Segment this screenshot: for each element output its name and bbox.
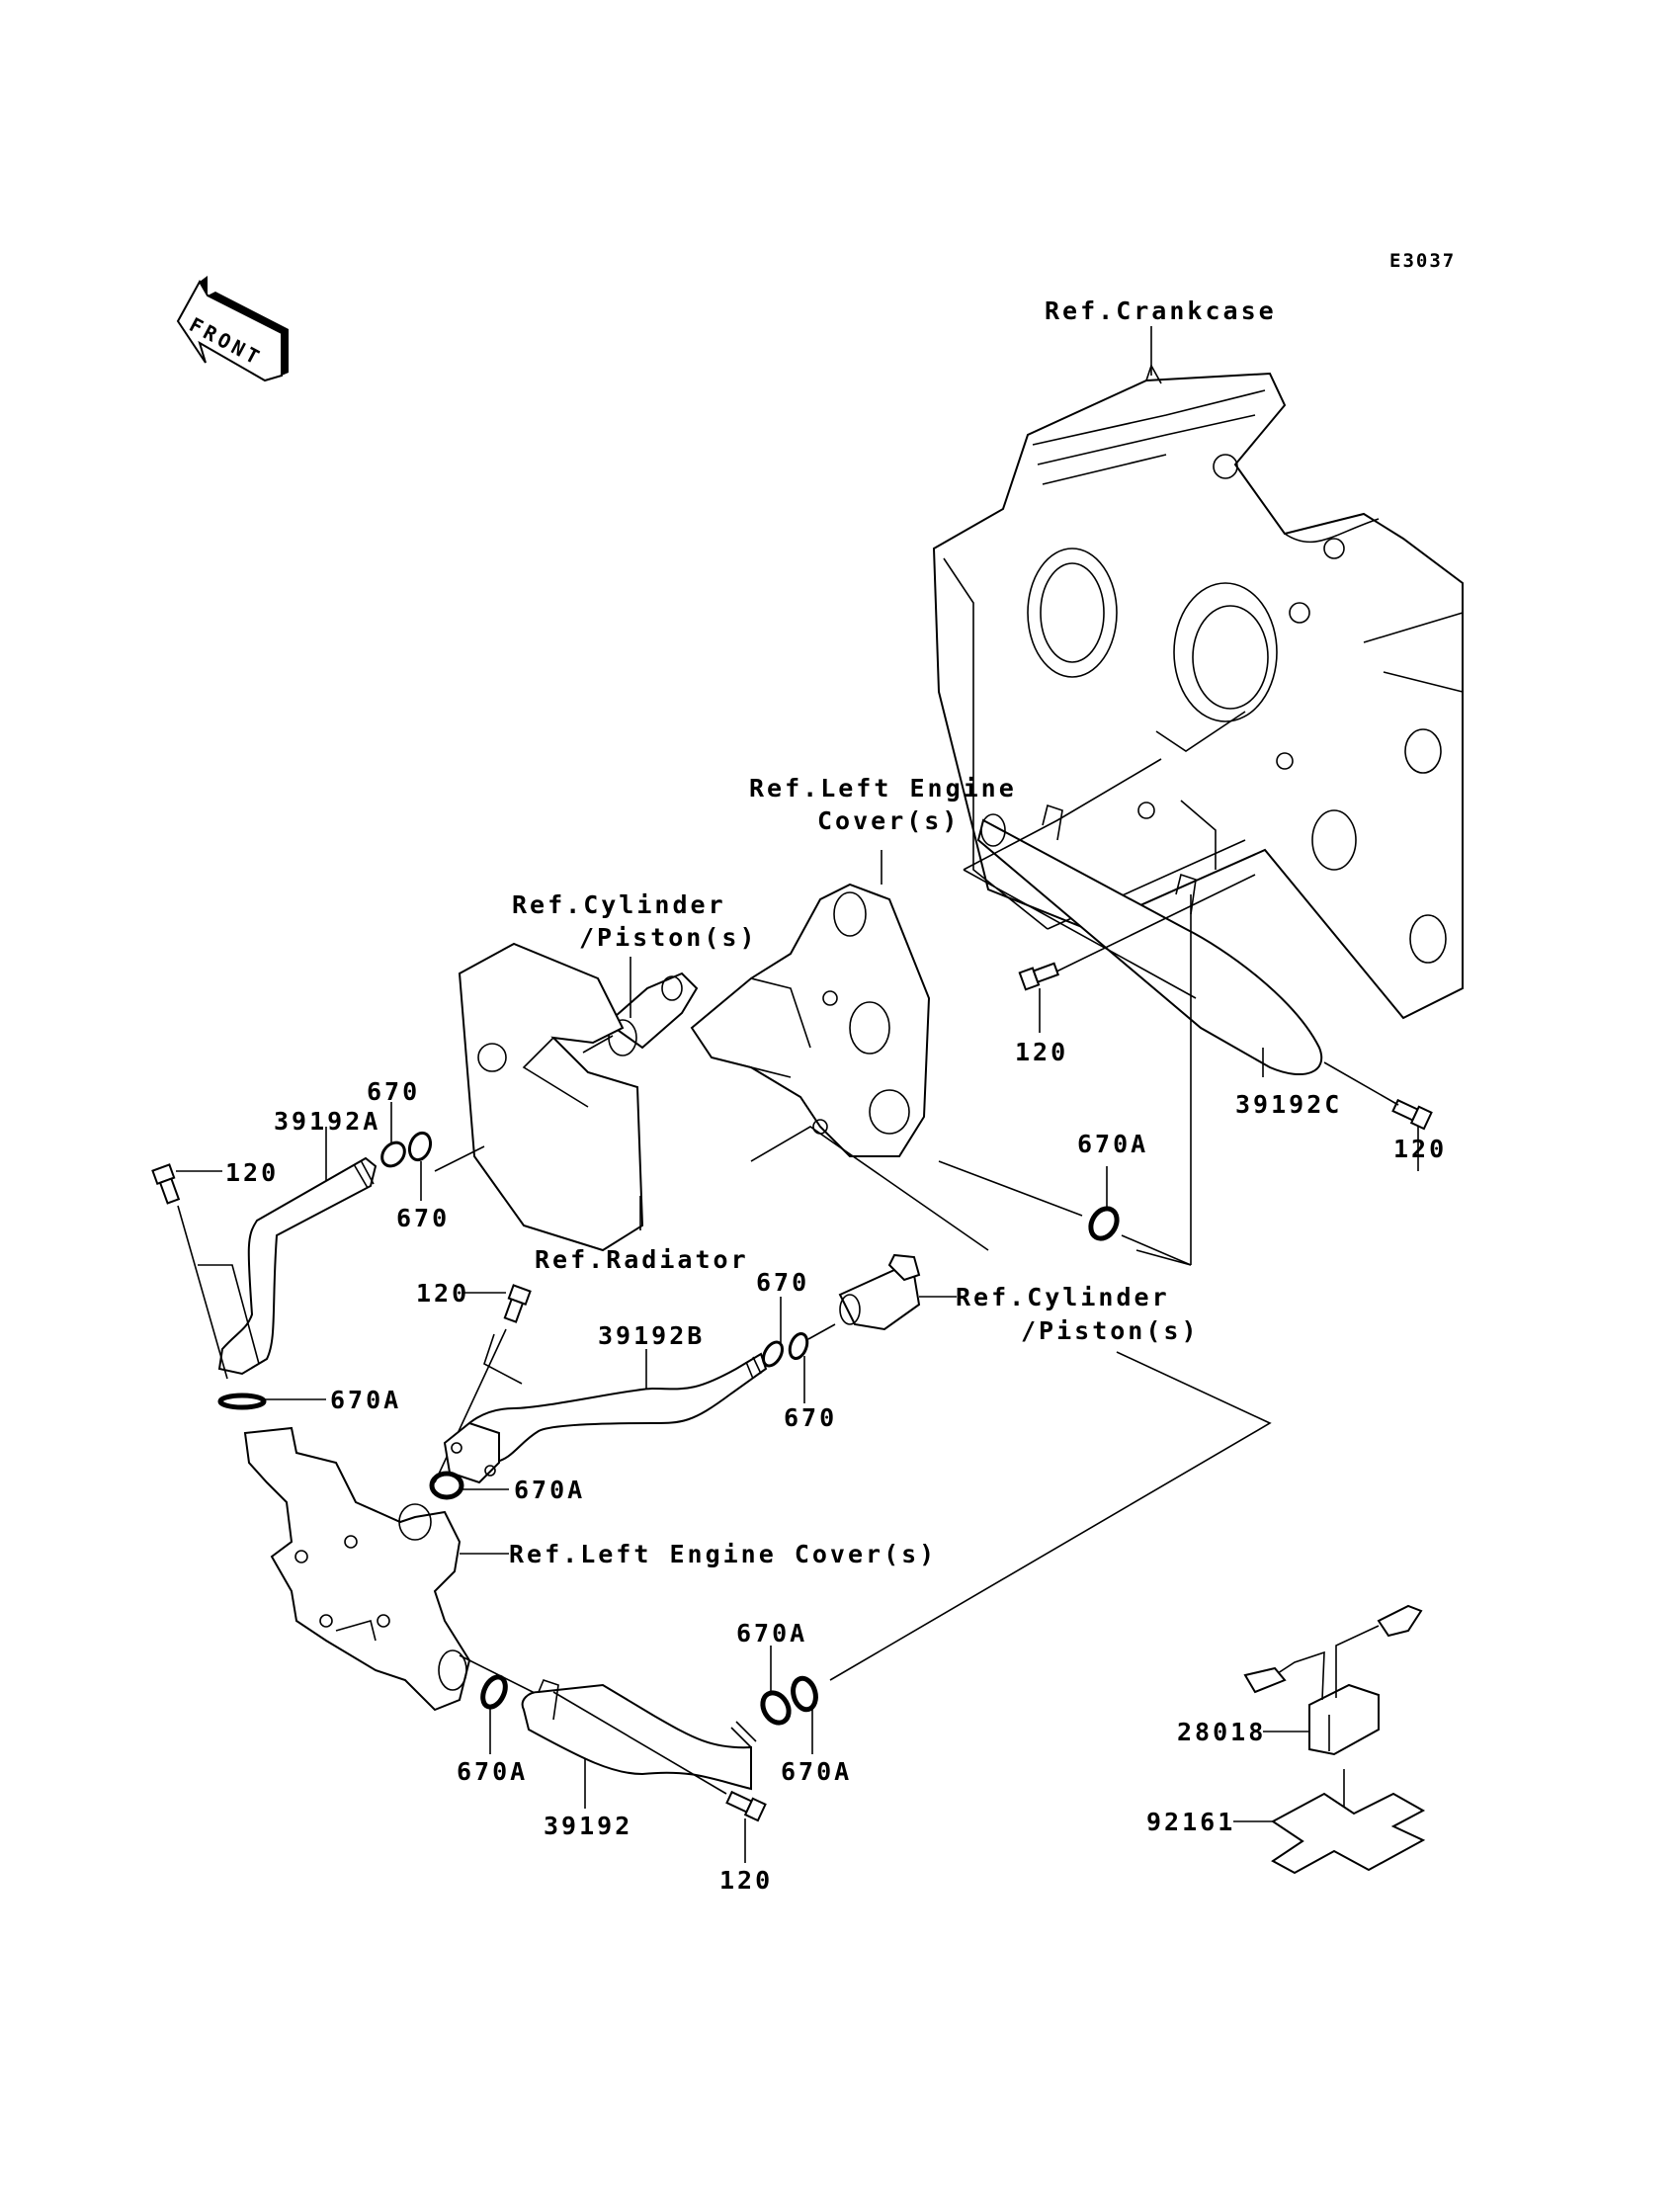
leader-line xyxy=(750,1126,989,1251)
part-label-670A: 670A xyxy=(736,1619,808,1648)
oring-670-b1-drawing xyxy=(762,1340,784,1368)
leader-line xyxy=(963,869,1197,999)
part-label-670: 670 xyxy=(367,1077,421,1106)
oring-670A-d2-drawing xyxy=(791,1675,818,1713)
leader-line xyxy=(1323,1061,1399,1106)
oring-670-a1-drawing xyxy=(380,1141,406,1168)
part-label-120: 120 xyxy=(1393,1135,1448,1163)
oring-670A-a-drawing xyxy=(217,1393,267,1410)
part-label-120: 120 xyxy=(416,1279,470,1308)
cylinder-elbow-top-drawing xyxy=(606,972,699,1056)
leader-line xyxy=(1051,874,1256,974)
leader-line xyxy=(829,1351,1272,1681)
callout-ref-crankcase: Ref.Crankcase xyxy=(1045,296,1277,325)
left-engine-cover-low-drawing xyxy=(243,1426,471,1712)
bolt-120-c-drawing xyxy=(1018,962,1060,991)
part-label-120: 120 xyxy=(719,1866,774,1895)
oring-670A-b-drawing xyxy=(429,1471,464,1500)
oring-670A-e-drawing xyxy=(480,1674,508,1710)
leader-line xyxy=(434,1145,485,1172)
part-label-120: 120 xyxy=(225,1158,280,1187)
part-label-670A: 670A xyxy=(457,1757,529,1786)
part-label-670A: 670A xyxy=(514,1476,586,1504)
unit-28018-drawing xyxy=(1243,1604,1423,1756)
part-label-39192A: 39192A xyxy=(274,1107,381,1136)
leader-line xyxy=(938,1160,1083,1217)
part-label-670: 670 xyxy=(396,1204,451,1232)
pipe-39192-drawing xyxy=(521,1679,757,1791)
front-arrow-icon xyxy=(176,276,289,382)
oring-670-a2-drawing xyxy=(407,1131,433,1162)
part-label-28018: 28018 xyxy=(1177,1718,1267,1746)
bolt-120-d-drawing xyxy=(1391,1098,1433,1131)
leader-line xyxy=(552,1691,727,1795)
callout-ref-left-engine-cover-top-line1: Ref.Left Engine xyxy=(749,774,1017,803)
part-label-92161: 92161 xyxy=(1146,1808,1236,1836)
bolt-120-a-drawing xyxy=(151,1163,181,1205)
leader-line xyxy=(198,1264,260,1365)
part-label-670A: 670A xyxy=(1077,1130,1149,1158)
pipe-39192A-drawing xyxy=(217,1156,378,1376)
callout-ref-cylinder-mid-line2: /Piston(s) xyxy=(1021,1316,1200,1345)
callout-ref-cylinder-top-line1: Ref.Cylinder xyxy=(512,890,726,919)
part-label-670: 670 xyxy=(756,1268,810,1297)
leader-line xyxy=(1135,1249,1192,1266)
pipe-39192C-drawing xyxy=(976,803,1322,1076)
diagram-code: E3037 xyxy=(1389,250,1457,272)
leader-line xyxy=(177,1205,228,1380)
leader-line xyxy=(1121,1234,1192,1266)
callout-ref-left-engine-cover-top-line2: Cover(s) xyxy=(817,806,961,835)
callout-ref-radiator: Ref.Radiator xyxy=(535,1245,749,1274)
callout-ref-cylinder-mid-line1: Ref.Cylinder xyxy=(956,1283,1170,1311)
oring-670A-c-drawing xyxy=(1088,1206,1120,1241)
leader-line xyxy=(807,1323,836,1340)
oring-670A-d1-drawing xyxy=(760,1690,792,1726)
part-label-670A: 670A xyxy=(781,1757,853,1786)
callout-ref-cylinder-top-line2: /Piston(s) xyxy=(579,923,758,952)
left-engine-cover-top-drawing xyxy=(690,883,931,1157)
leader-line xyxy=(963,758,1162,871)
part-label-670A: 670A xyxy=(330,1386,402,1414)
cylinder-elbow-mid-drawing xyxy=(838,1253,921,1331)
part-label-39192B: 39192B xyxy=(598,1321,706,1350)
part-label-670: 670 xyxy=(784,1403,838,1432)
part-label-39192: 39192 xyxy=(544,1812,633,1840)
part-label-120: 120 xyxy=(1015,1038,1069,1066)
oring-670-b2-drawing xyxy=(788,1331,809,1361)
leader-line xyxy=(582,1035,614,1054)
pipe-39192B-drawing xyxy=(443,1352,768,1484)
crankcase-drawing xyxy=(932,364,1464,1020)
bolt-120-e-drawing xyxy=(725,1790,767,1822)
part-label-39192C: 39192C xyxy=(1235,1090,1343,1119)
radiator-drawing xyxy=(458,942,644,1252)
bolt-120-b-drawing xyxy=(503,1284,532,1323)
pad-92161-drawing xyxy=(1271,1792,1426,1875)
callout-ref-left-engine-cover-low: Ref.Left Engine Cover(s) xyxy=(509,1540,938,1568)
